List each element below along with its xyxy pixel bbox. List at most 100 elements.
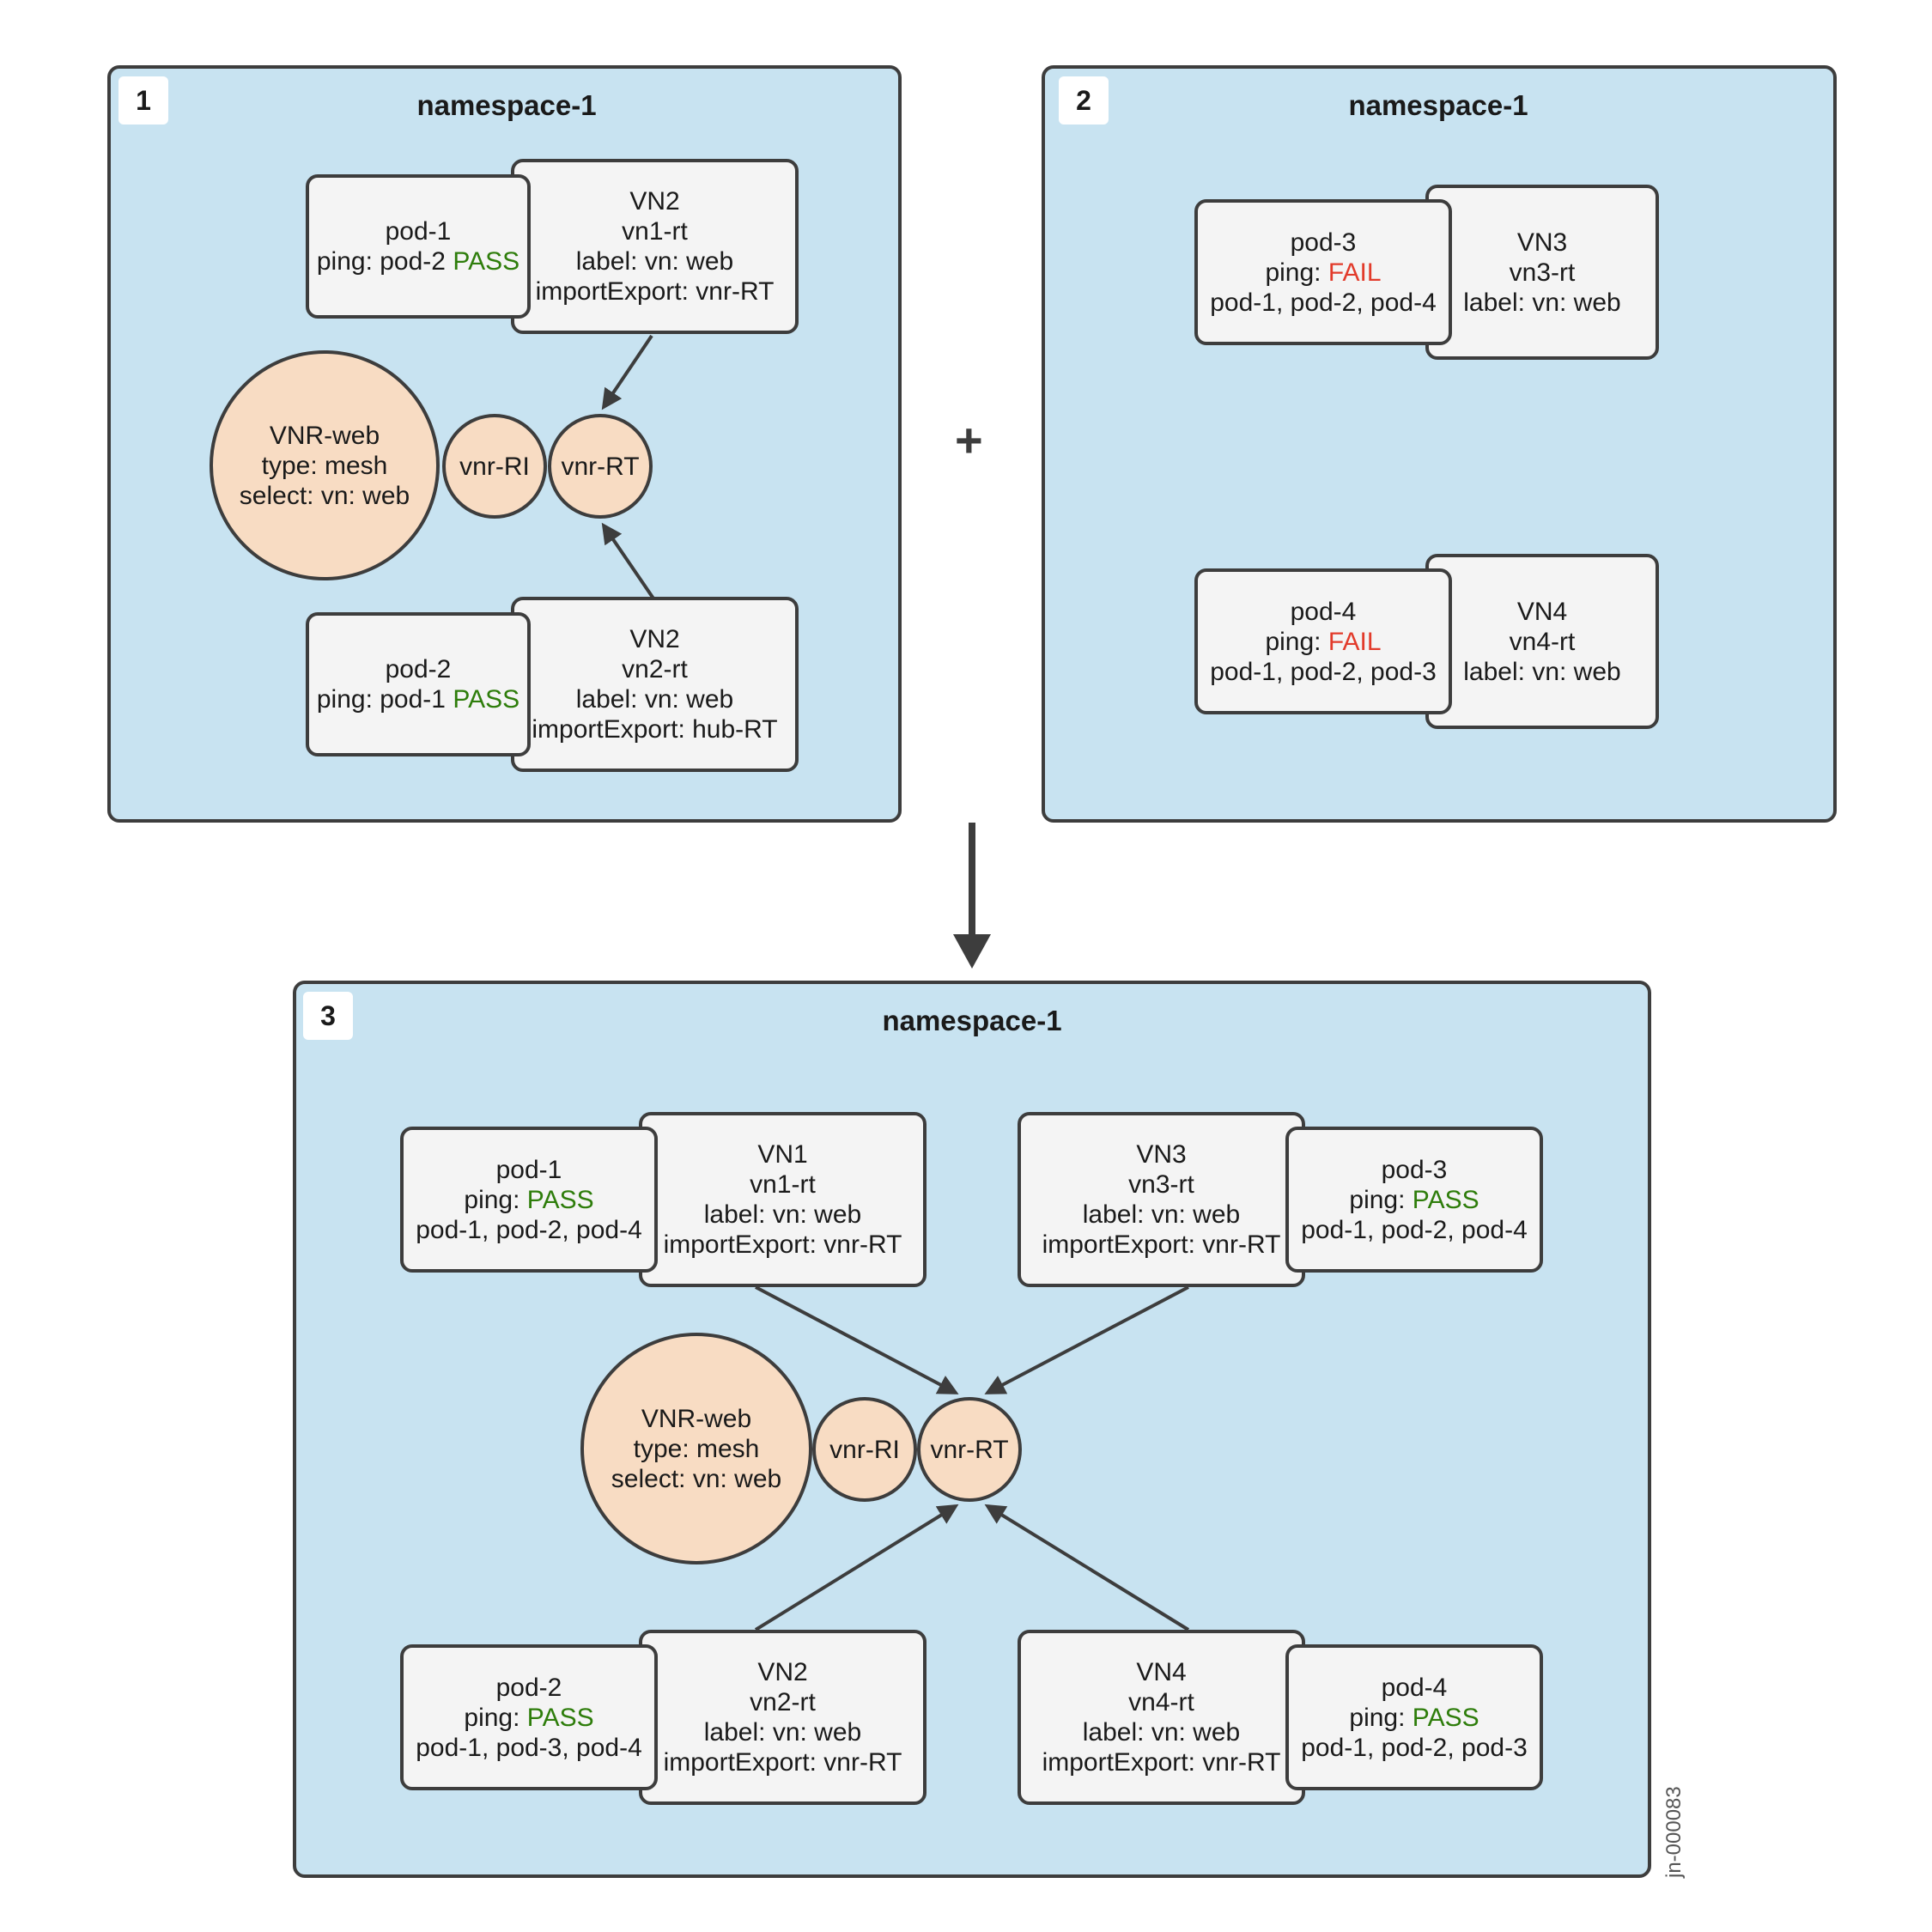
vn-rt: vn1-rt [622,217,688,246]
vn-name: VN3 [1136,1140,1187,1169]
ping-prefix: ping: [464,1185,527,1214]
vnr-select: select: vn: web [239,481,410,510]
vn-import-export: importExport: vnr-RT [663,1748,902,1777]
ping-targets: pod-1, pod-3, pod-4 [416,1733,642,1762]
ping-prefix: ping: [1349,1703,1413,1732]
pod-ping: ping: FAIL [1265,258,1381,288]
arrow-vn-bottom-to-rt [601,522,655,600]
vnr-rt-circle: vnr-RT [548,414,653,519]
vn-box-top: VN2 vn1-rt label: vn: web importExport: … [511,159,799,334]
pod-ping: ping: PASS [464,1703,593,1733]
pod-name: pod-4 [1290,597,1357,626]
ping-status: PASS [1412,1703,1479,1732]
pod-name: pod-3 [1290,228,1357,257]
vn-name: VN4 [1136,1658,1187,1686]
pod-box-1: pod-1 ping: pod-2 PASS [306,174,531,319]
vn-label: label: vn: web [575,685,734,714]
pod-box-2: pod-2 ping: pod-1 PASS [306,612,531,756]
arrow-vn-top-to-rt [601,334,653,410]
vn-rt: vn2-rt [622,655,688,683]
pod-ping: ping: pod-1 PASS [317,684,519,714]
vn-import-export: importExport: vnr-RT [1042,1230,1281,1259]
vn2-box: VN2 vn2-rt label: vn: web importExport: … [639,1630,927,1805]
vn-rt: vn2-rt [750,1688,816,1716]
vn-name: VN2 [757,1658,808,1686]
vn-box-bottom: VN2 vn2-rt label: vn: web importExport: … [511,597,799,772]
vn-import-export: importExport: vnr-RT [1042,1748,1281,1777]
ping-prefix: ping: [464,1703,527,1732]
ping-prefix: ping: [1349,1185,1413,1214]
pod-box-3: pod-3 ping: PASS pod-1, pod-2, pod-4 [1285,1127,1543,1273]
panel-3-title: namespace-1 [882,1005,1062,1036]
figure-id: jn-000083 [1662,1786,1686,1878]
arrow-vn4-to-rt [984,1504,1190,1631]
vn-name: VN1 [757,1140,808,1169]
panel-1-badge: 1 [118,76,168,125]
vnr-name: VNR-web [269,421,380,450]
arrow-vn2-to-rt [754,1504,959,1631]
vnr-web-circle: VNR-web type: mesh select: vn: web [580,1333,812,1564]
vn-rt: vn4-rt [1509,627,1576,656]
vnr-name: VNR-web [641,1404,752,1433]
vn-name: VN2 [629,187,680,216]
pod-ping: ping: FAIL [1265,627,1381,657]
ping-status: PASS [526,1185,594,1214]
ping-status: PASS [453,247,520,276]
vn-label: label: vn: web [1082,1200,1241,1229]
vn-import-export: importExport: vnr-RT [535,277,775,306]
pod-ping: ping: pod-2 PASS [317,246,519,276]
vn-name: VN4 [1516,597,1568,626]
ping-targets: pod-1, pod-2, pod-3 [1301,1733,1528,1762]
vn-rt: vn3-rt [1509,258,1576,287]
pod-box-4: pod-4 ping: FAIL pod-1, pod-2, pod-3 [1194,568,1452,714]
vnr-web-circle: VNR-web type: mesh select: vn: web [210,350,440,580]
plus-sign: + [955,413,983,467]
ping-status: PASS [453,685,520,714]
ping-targets: pod-1, pod-2, pod-4 [1210,288,1437,317]
pod-name: pod-1 [385,217,452,246]
pod-box-4: pod-4 ping: PASS pod-1, pod-2, pod-3 [1285,1644,1543,1790]
ping-prefix: ping: pod-2 [316,247,453,276]
vnr-type: type: mesh [633,1434,760,1463]
ping-targets: pod-1, pod-2, pod-3 [1210,657,1437,686]
arrow-vn3-to-rt [984,1285,1189,1394]
vn-rt: vn4-rt [1128,1688,1194,1716]
ping-targets: pod-1, pod-2, pod-4 [1301,1215,1528,1244]
pod-name: pod-3 [1381,1155,1448,1184]
panel-2-badge: 2 [1059,76,1109,125]
pod-name: pod-2 [495,1673,562,1702]
pod-name: pod-4 [1381,1673,1448,1702]
vn-label: label: vn: web [703,1200,862,1229]
vnr-ri-circle: vnr-RI [442,414,547,519]
vn-label: label: vn: web [703,1718,862,1747]
pod-ping: ping: PASS [1349,1185,1479,1215]
vn4-box: VN4 vn4-rt label: vn: web [1425,554,1659,729]
vn4-box: VN4 vn4-rt label: vn: web importExport: … [1018,1630,1305,1805]
vn-import-export: importExport: hub-RT [532,715,778,744]
vn-label: label: vn: web [1082,1718,1241,1747]
vnr-rt-circle: vnr-RT [917,1397,1022,1502]
panel-1-title: namespace-1 [416,89,597,121]
main-down-arrow-head [953,934,991,969]
vn-import-export: importExport: vnr-RT [663,1230,902,1259]
pod-name: pod-2 [385,655,452,683]
vn-rt: vn3-rt [1128,1170,1194,1199]
vn-name: VN3 [1516,228,1568,257]
pod-name: pod-1 [495,1155,562,1184]
pod-box-2: pod-2 ping: PASS pod-1, pod-3, pod-4 [400,1644,658,1790]
pod-ping: ping: PASS [464,1185,593,1215]
ping-prefix: ping: [1265,258,1328,287]
pod-box-3: pod-3 ping: FAIL pod-1, pod-2, pod-4 [1194,199,1452,345]
vn3-box: VN3 vn3-rt label: vn: web importExport: … [1018,1112,1305,1287]
panel-3-badge: 3 [303,992,353,1040]
pod-ping: ping: PASS [1349,1703,1479,1733]
vn-rt: vn1-rt [750,1170,816,1199]
panel-2-title: namespace-1 [1348,89,1528,121]
vnr-type: type: mesh [261,451,388,480]
vn-label: label: vn: web [1463,288,1621,317]
vnr-ri-circle: vnr-RI [812,1397,917,1502]
ping-status: FAIL [1327,627,1382,656]
arrow-vn1-to-rt [755,1285,959,1394]
vn-label: label: vn: web [1463,657,1621,686]
